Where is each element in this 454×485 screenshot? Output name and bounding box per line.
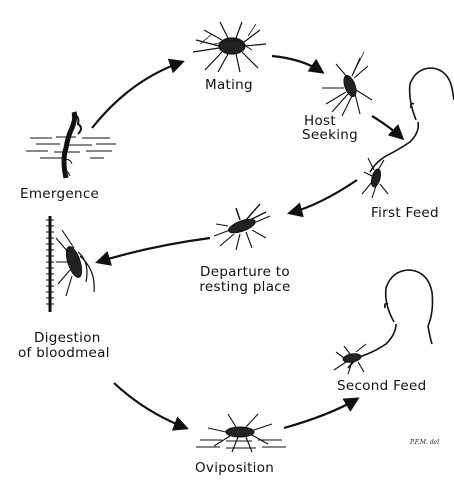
emergence-label: Emergence [20,186,99,202]
host-seeking-label-line2: Seeking [302,127,358,143]
artist-signature: P.F.M. del [410,439,439,446]
digestion-label-line1: Digestion [34,330,101,346]
host-seeking-mosquito-icon [322,52,372,116]
arrow-emergence-to-mating [92,62,182,128]
arrow-departure-to-digestion [98,238,210,262]
arrow-oviposition-to-second-feed [284,399,357,428]
water-surface-icon [26,137,116,158]
mating-label: Mating [205,77,253,93]
departure-label-line1: Departure to [186,264,304,280]
second-human-head-icon [348,270,433,368]
second-feed-label: Second Feed [337,378,426,394]
first-feed-label: First Feed [371,205,439,221]
oviposition-water-icon [196,440,286,448]
mating-mosquitoes-icon [193,22,266,72]
resting-wall-icon [46,216,54,312]
arrow-first-feed-to-departure [290,180,357,213]
second-feed-mosquito-icon [334,344,366,374]
resting-mosquito-icon [56,230,94,296]
human-head-icon [370,68,454,172]
oviposition-label: Oviposition [195,460,274,476]
oviposition-mosquito-icon [208,414,272,452]
digestion-label-line2: of bloodmeal [18,345,110,361]
arrow-mating-to-host-seeking [272,56,322,72]
arrow-host-seeking-to-first-feed [372,116,402,138]
departure-label-line2: resting place [186,279,304,295]
departure-mosquito-icon [214,204,270,250]
arrow-digestion-to-oviposition [114,383,186,428]
